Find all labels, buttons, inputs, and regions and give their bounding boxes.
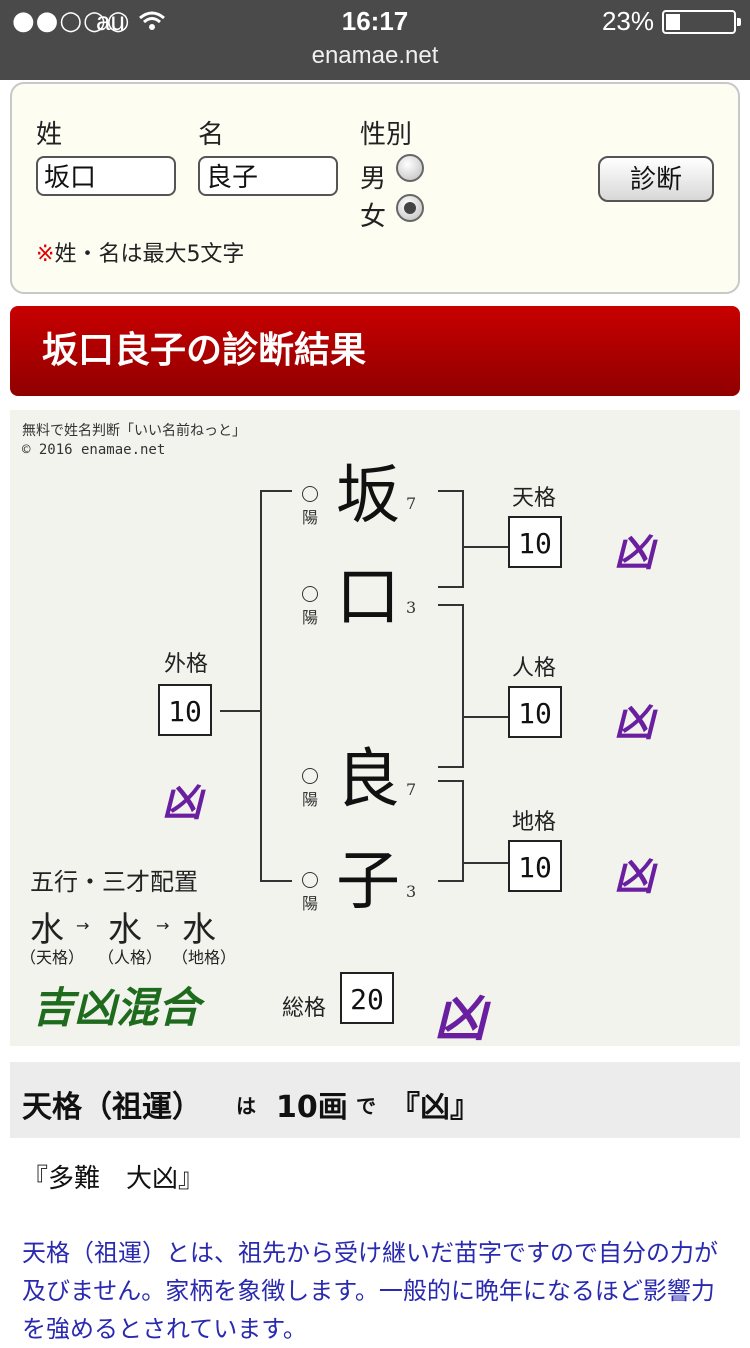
- result-banner: 坂口良子の診断結果: [10, 306, 740, 396]
- tenkaku-fortune: 凶: [614, 529, 654, 576]
- soukaku-value: 20: [340, 972, 394, 1024]
- battery-percent: 23%: [601, 6, 654, 36]
- sei-input[interactable]: 坂口: [36, 156, 176, 196]
- heading-result: 『凶』: [390, 1090, 480, 1125]
- female-label: 女: [360, 202, 387, 232]
- yinyang-mark: 陽: [298, 768, 322, 810]
- element-tenkaku: 水: [30, 910, 64, 950]
- tenkaku-label: 天格: [512, 486, 557, 511]
- yinyang-mark: 陽: [298, 872, 322, 914]
- jinkaku-label: 人格: [512, 656, 557, 681]
- chikaku-fortune: 凶: [614, 853, 654, 900]
- name-char: 子: [336, 845, 400, 919]
- name-char: 良: [336, 743, 400, 817]
- gaikaku-label: 外格: [164, 652, 209, 677]
- stroke-count: 3: [406, 598, 417, 617]
- wifi-icon: [138, 10, 166, 36]
- jinkaku-fortune: 凶: [614, 699, 654, 746]
- heading-particle: は: [236, 1094, 256, 1118]
- mei-input[interactable]: 良子: [198, 156, 338, 196]
- chikaku-label: 地格: [512, 810, 557, 835]
- status-bar: ●●○○○ au 16:17 23% enamae.net: [0, 0, 750, 80]
- sei-label: 姓: [36, 120, 63, 150]
- gender-label: 性別: [360, 120, 413, 150]
- element-label: （天格）: [20, 948, 85, 967]
- chikaku-value: 10: [508, 840, 562, 892]
- heading-count: 10画: [276, 1090, 348, 1125]
- male-radio[interactable]: [396, 154, 424, 182]
- element-chikaku: 水: [182, 910, 216, 950]
- signal-strength: ●●○○○: [12, 6, 131, 36]
- stroke-count: 7: [406, 494, 417, 513]
- tenkaku-value: 10: [508, 516, 562, 568]
- credit-line-2: © 2016 enamae.net: [22, 442, 166, 458]
- note-text: 姓・名は最大5文字: [54, 242, 245, 267]
- soukaku-fortune: 凶: [434, 988, 487, 1049]
- yinyang-mark: 陽: [298, 586, 322, 628]
- arrow-icon: →: [76, 916, 90, 935]
- stroke-count: 3: [406, 882, 417, 901]
- input-note: ※姓・名は最大5文字: [36, 236, 244, 268]
- gaikaku-fortune: 凶: [162, 779, 202, 826]
- jinkaku-value: 10: [508, 686, 562, 738]
- sansai-result: 吉凶混合: [32, 983, 201, 1032]
- note-mark: ※: [36, 242, 55, 267]
- gaikaku-value: 10: [158, 684, 212, 736]
- result-subtitle: 『多難 大凶』: [22, 1164, 205, 1194]
- carrier-name: au: [96, 6, 125, 36]
- male-label: 男: [360, 164, 387, 194]
- element-jinkaku: 水: [108, 910, 142, 950]
- name-char: 坂: [336, 459, 400, 533]
- diagnose-button[interactable]: 診断: [598, 156, 714, 202]
- name-input-form: 姓 名 性別 坂口 良子 男 女 診断 ※姓・名は最大5文字: [10, 82, 740, 294]
- arrow-icon: →: [156, 916, 170, 935]
- gogyo-title: 五行・三才配置: [30, 868, 198, 896]
- stroke-count: 7: [406, 780, 417, 799]
- name-diagnosis-diagram: 無料で姓名判断「いい名前ねっと」 © 2016 enamae.net 陽 坂 7…: [10, 410, 740, 1049]
- mei-label: 名: [198, 120, 225, 150]
- credit-line-1: 無料で姓名判断「いい名前ねっと」: [22, 423, 246, 439]
- heading-title: 天格（祖運）: [22, 1090, 202, 1125]
- battery-icon: [662, 10, 741, 34]
- heading-particle: で: [356, 1094, 376, 1118]
- female-radio[interactable]: [396, 194, 424, 222]
- clock: 16:17: [341, 6, 409, 36]
- address-bar-url[interactable]: enamae.net: [311, 42, 439, 69]
- yinyang-mark: 陽: [298, 486, 322, 528]
- element-label: （地格）: [172, 948, 237, 967]
- soukaku-label: 総格: [282, 996, 327, 1021]
- name-char: 口: [336, 561, 400, 635]
- tenkaku-result-heading: 天格（祖運） は 10画 で 『凶』: [10, 1062, 740, 1138]
- result-description: 天格（祖運）とは、祖先から受け継いだ苗字ですので自分の力が及びません。家柄を象徴…: [22, 1239, 718, 1343]
- element-label: （人格）: [98, 948, 163, 967]
